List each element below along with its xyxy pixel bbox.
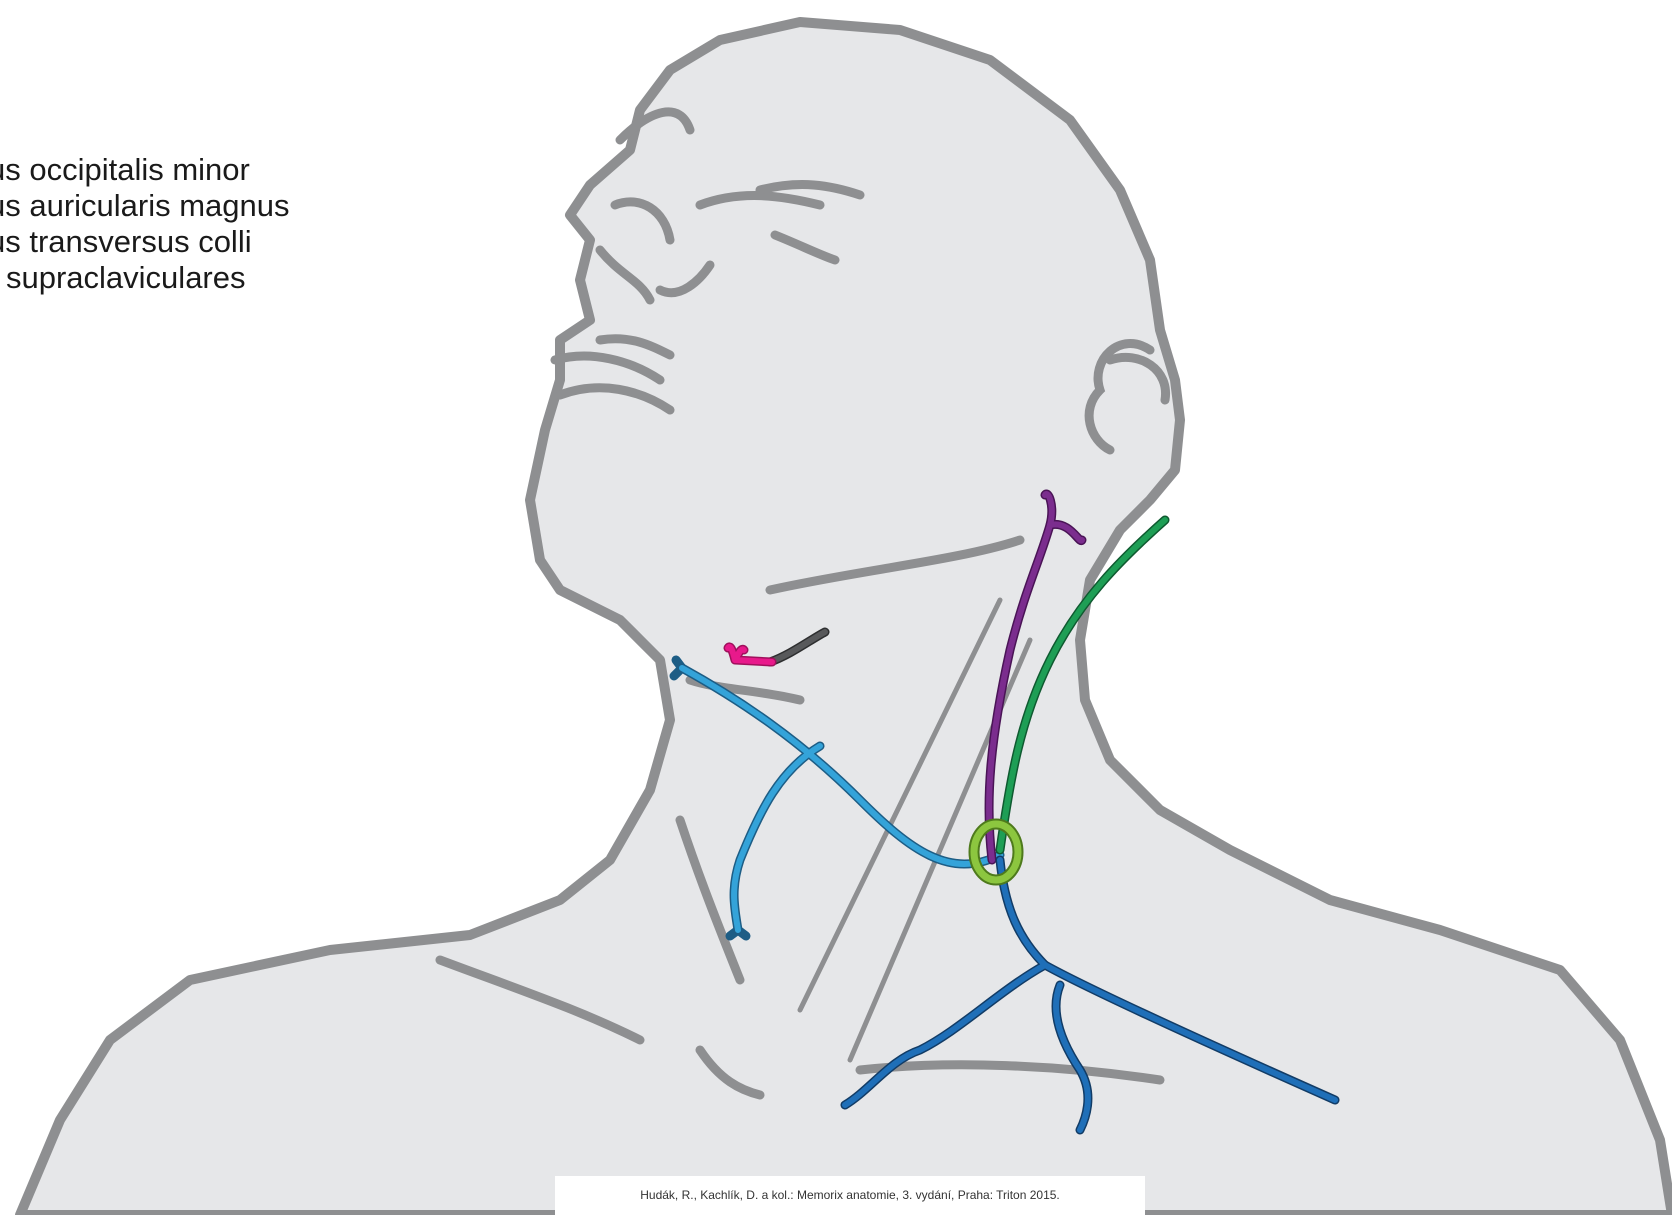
legend-item-occipitalis-minor: us occipitalis minor [0,152,290,188]
legend-item-supraclaviculares: supraclaviculares [0,260,290,296]
source-citation: Hudák, R., Kachlík, D. a kol.: Memorix a… [555,1176,1145,1215]
legend: us occipitalis minor us auricularis magn… [0,152,290,296]
legend-item-auricularis-magnus: us auricularis magnus [0,188,290,224]
legend-item-transversus-colli: us transversus colli [0,224,290,260]
